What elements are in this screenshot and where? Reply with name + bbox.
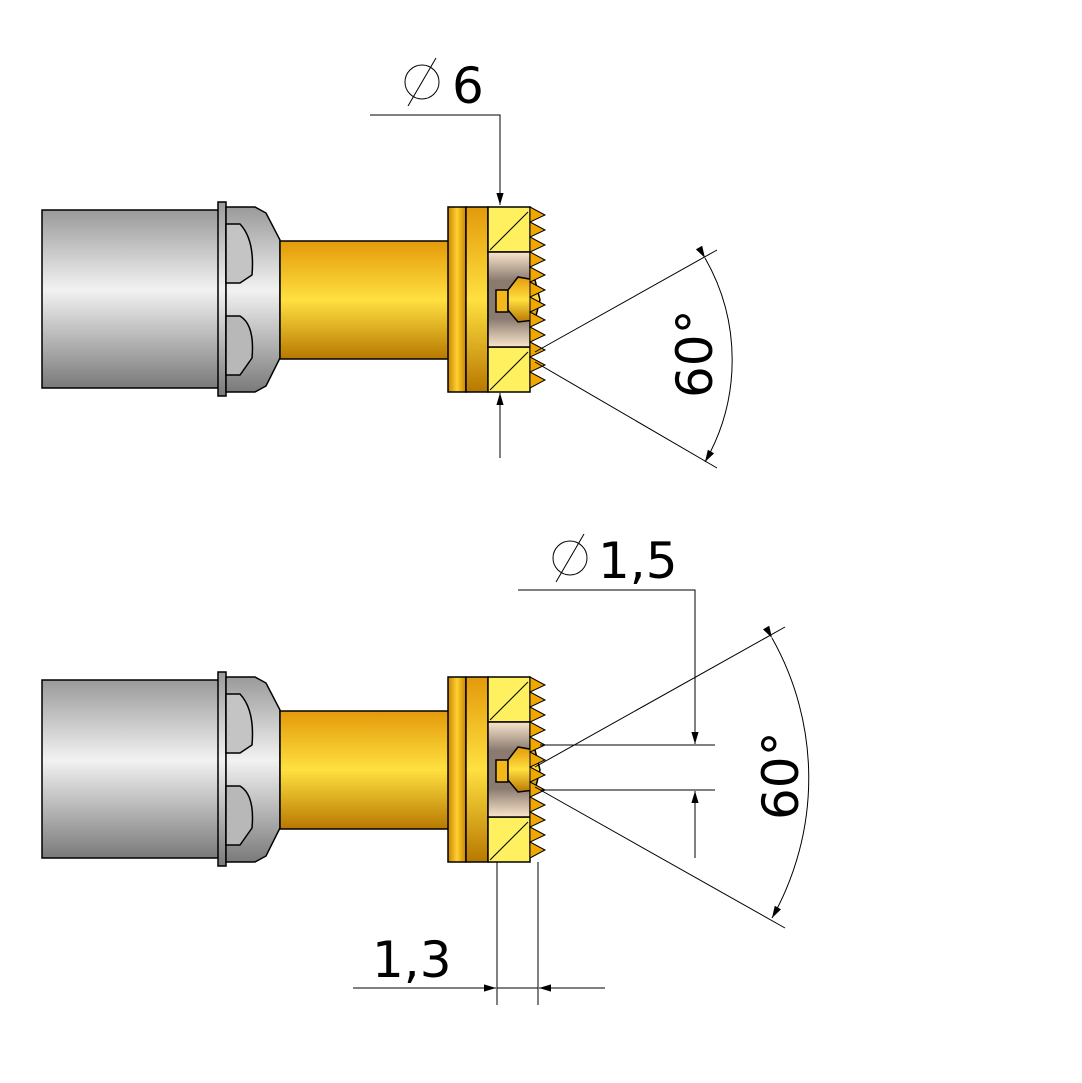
bottom-diameter-label: 1,5 xyxy=(598,532,678,590)
top-diameter-label: 6 xyxy=(452,57,484,115)
probe-top xyxy=(41,201,546,397)
top-angle-dimension: 60° xyxy=(534,245,733,469)
diameter-symbol-icon xyxy=(552,540,588,576)
diameter-symbol-icon xyxy=(404,64,440,100)
bottom-angle-label: 60° xyxy=(752,731,810,820)
top-angle-label: 60° xyxy=(666,309,724,398)
bottom-diameter-dimension: 1,5 xyxy=(518,532,715,858)
depth-dimension: 1,3 xyxy=(353,862,605,1005)
probe-bottom xyxy=(41,671,546,867)
top-diameter-dimension: 6 xyxy=(370,57,504,458)
bottom-angle-dimension: 60° xyxy=(534,625,810,929)
depth-label: 1,3 xyxy=(372,931,452,989)
